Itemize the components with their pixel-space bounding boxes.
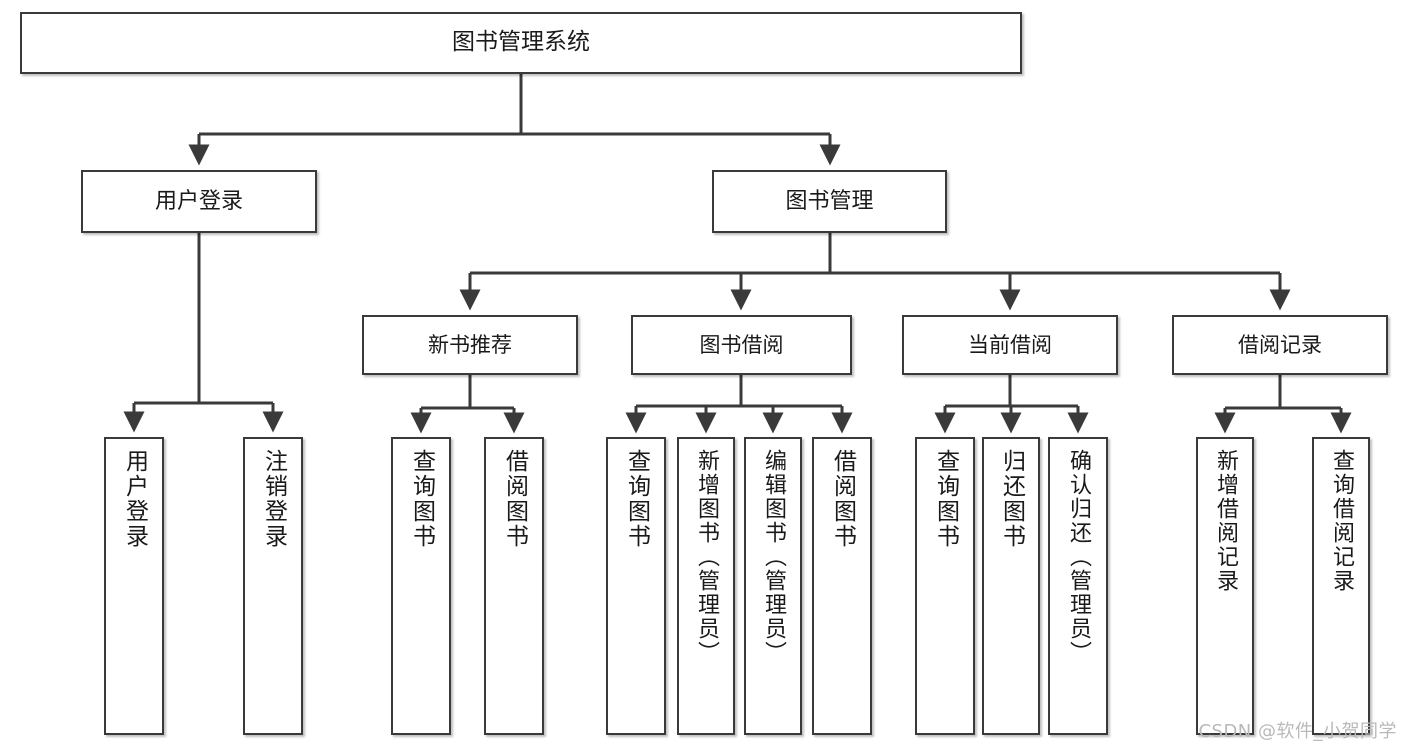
node-current-borrow[interactable]: 当前借阅 (902, 315, 1118, 375)
node-label: 借阅记录 (1238, 332, 1322, 357)
node-new-book-recommend[interactable]: 新书推荐 (362, 315, 578, 375)
node-label: 查询图书 (932, 449, 959, 549)
node-label: 新增图书（管理员） (694, 449, 719, 665)
node-label: 借阅图书 (501, 449, 528, 549)
node-user-login[interactable]: 用户登录 (81, 170, 317, 233)
node-label: 归还图书 (998, 449, 1025, 549)
leaf-logout[interactable]: 注销登录 (243, 437, 303, 735)
leaf-query-book-current[interactable]: 查询图书 (915, 437, 975, 735)
node-label: 用户登录 (121, 449, 148, 549)
node-label: 图书管理 (785, 188, 874, 214)
node-label: 当前借阅 (968, 332, 1052, 357)
node-label: 借阅图书 (829, 449, 856, 549)
leaf-edit-book-admin[interactable]: 编辑图书（管理员） (744, 437, 802, 735)
node-label: 确认归还（管理员） (1066, 449, 1091, 665)
node-label: 图书管理系统 (452, 29, 590, 56)
leaf-user-login[interactable]: 用户登录 (104, 437, 164, 735)
leaf-borrow-book-recommend[interactable]: 借阅图书 (484, 437, 544, 735)
leaf-borrow-book[interactable]: 借阅图书 (812, 437, 872, 735)
node-label: 图书借阅 (699, 332, 784, 357)
leaf-confirm-return-admin[interactable]: 确认归还（管理员） (1048, 437, 1108, 735)
node-label: 查询借阅记录 (1329, 449, 1354, 593)
node-label: 新书推荐 (428, 332, 512, 357)
leaf-query-book-recommend[interactable]: 查询图书 (391, 437, 451, 735)
leaf-add-borrow-record[interactable]: 新增借阅记录 (1196, 437, 1254, 735)
leaf-query-borrow-record[interactable]: 查询借阅记录 (1312, 437, 1370, 735)
leaf-return-book[interactable]: 归还图书 (982, 437, 1040, 735)
node-root-book-management-system[interactable]: 图书管理系统 (20, 12, 1022, 74)
node-label: 查询图书 (408, 449, 435, 549)
leaf-query-book-borrow[interactable]: 查询图书 (606, 437, 666, 735)
node-label: 新增借阅记录 (1213, 449, 1238, 593)
node-book-borrow[interactable]: 图书借阅 (631, 315, 852, 375)
node-label: 编辑图书（管理员） (761, 449, 786, 665)
watermark: CSDN @软件_小贺同学 (1198, 721, 1397, 742)
node-label: 注销登录 (260, 449, 287, 549)
node-label: 查询图书 (623, 449, 650, 549)
node-borrow-record[interactable]: 借阅记录 (1172, 315, 1388, 375)
leaf-add-book-admin[interactable]: 新增图书（管理员） (677, 437, 735, 735)
node-label: 用户登录 (154, 188, 243, 214)
node-book-management[interactable]: 图书管理 (712, 170, 947, 233)
